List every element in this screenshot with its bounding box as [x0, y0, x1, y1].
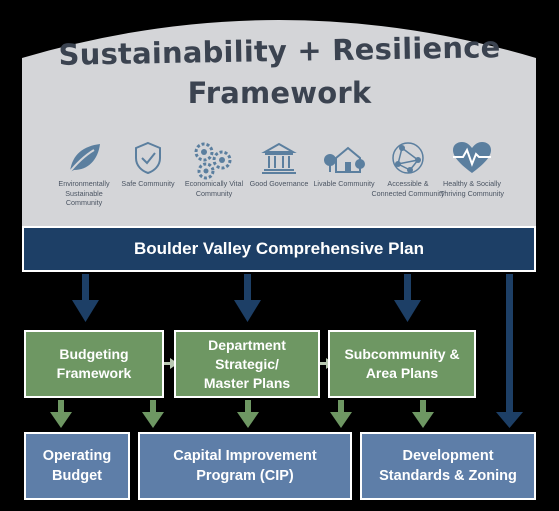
- operating-budget-label: Operating Budget: [42, 448, 112, 484]
- development-standards-box: Development Standards & Zoning: [360, 432, 536, 500]
- pillar-safe: Safe Community: [109, 140, 187, 189]
- house-trees-icon: [324, 146, 365, 173]
- heart-pulse-icon: [453, 142, 491, 173]
- pillar-healthy-thriving: Healthy & Socially Thriving Community: [433, 140, 511, 198]
- department-plans-label: Department Strategic/ Master Plans: [203, 336, 291, 391]
- pillar-label: Economically Vital Community: [184, 179, 244, 198]
- subcommunity-plans-box: Subcommunity & Area Plans: [328, 330, 476, 398]
- subcommunity-plans-label: Subcommunity & Area Plans: [344, 346, 460, 381]
- capital-improvement-label: Capital Improvement Program (CIP): [173, 448, 317, 484]
- government-building-icon: [261, 142, 297, 174]
- pillar-accessible-connected: Accessible & Connected Community: [369, 140, 447, 198]
- comprehensive-plan-bar: Boulder Valley Comprehensive Plan: [22, 226, 536, 272]
- leaf-icon: [67, 144, 100, 175]
- budgeting-framework-label: Budgeting Framework: [56, 346, 132, 381]
- pillar-economically-vital: Economically Vital Community: [175, 140, 253, 198]
- pillar-label: Good Governance: [249, 179, 309, 188]
- pillar-label: Healthy & Socially Thriving Community: [440, 179, 504, 198]
- shield-check-icon: [135, 141, 161, 175]
- pillar-label: Livable Community: [313, 179, 375, 188]
- network-nodes-icon: [392, 142, 424, 174]
- pillar-label: Environmentally Sustainable Community: [58, 179, 110, 207]
- gears-icon: [194, 142, 232, 180]
- pillar-livable: Livable Community: [305, 140, 383, 189]
- framework-dome: [22, 20, 536, 228]
- capital-improvement-box: Capital Improvement Program (CIP): [138, 432, 352, 500]
- title-line-2: Framework: [187, 76, 372, 110]
- pillar-label: Safe Community: [121, 179, 175, 188]
- pillar-label: Accessible & Connected Community: [371, 179, 445, 198]
- budgeting-framework-box: Budgeting Framework: [24, 330, 164, 398]
- operating-budget-box: Operating Budget: [24, 432, 130, 500]
- department-plans-box: Department Strategic/ Master Plans: [174, 330, 320, 398]
- development-standards-label: Development Standards & Zoning: [379, 448, 517, 484]
- pillar-environmentally-sustainable: Environmentally Sustainable Community: [45, 140, 123, 208]
- pillar-good-governance: Good Governance: [240, 140, 318, 189]
